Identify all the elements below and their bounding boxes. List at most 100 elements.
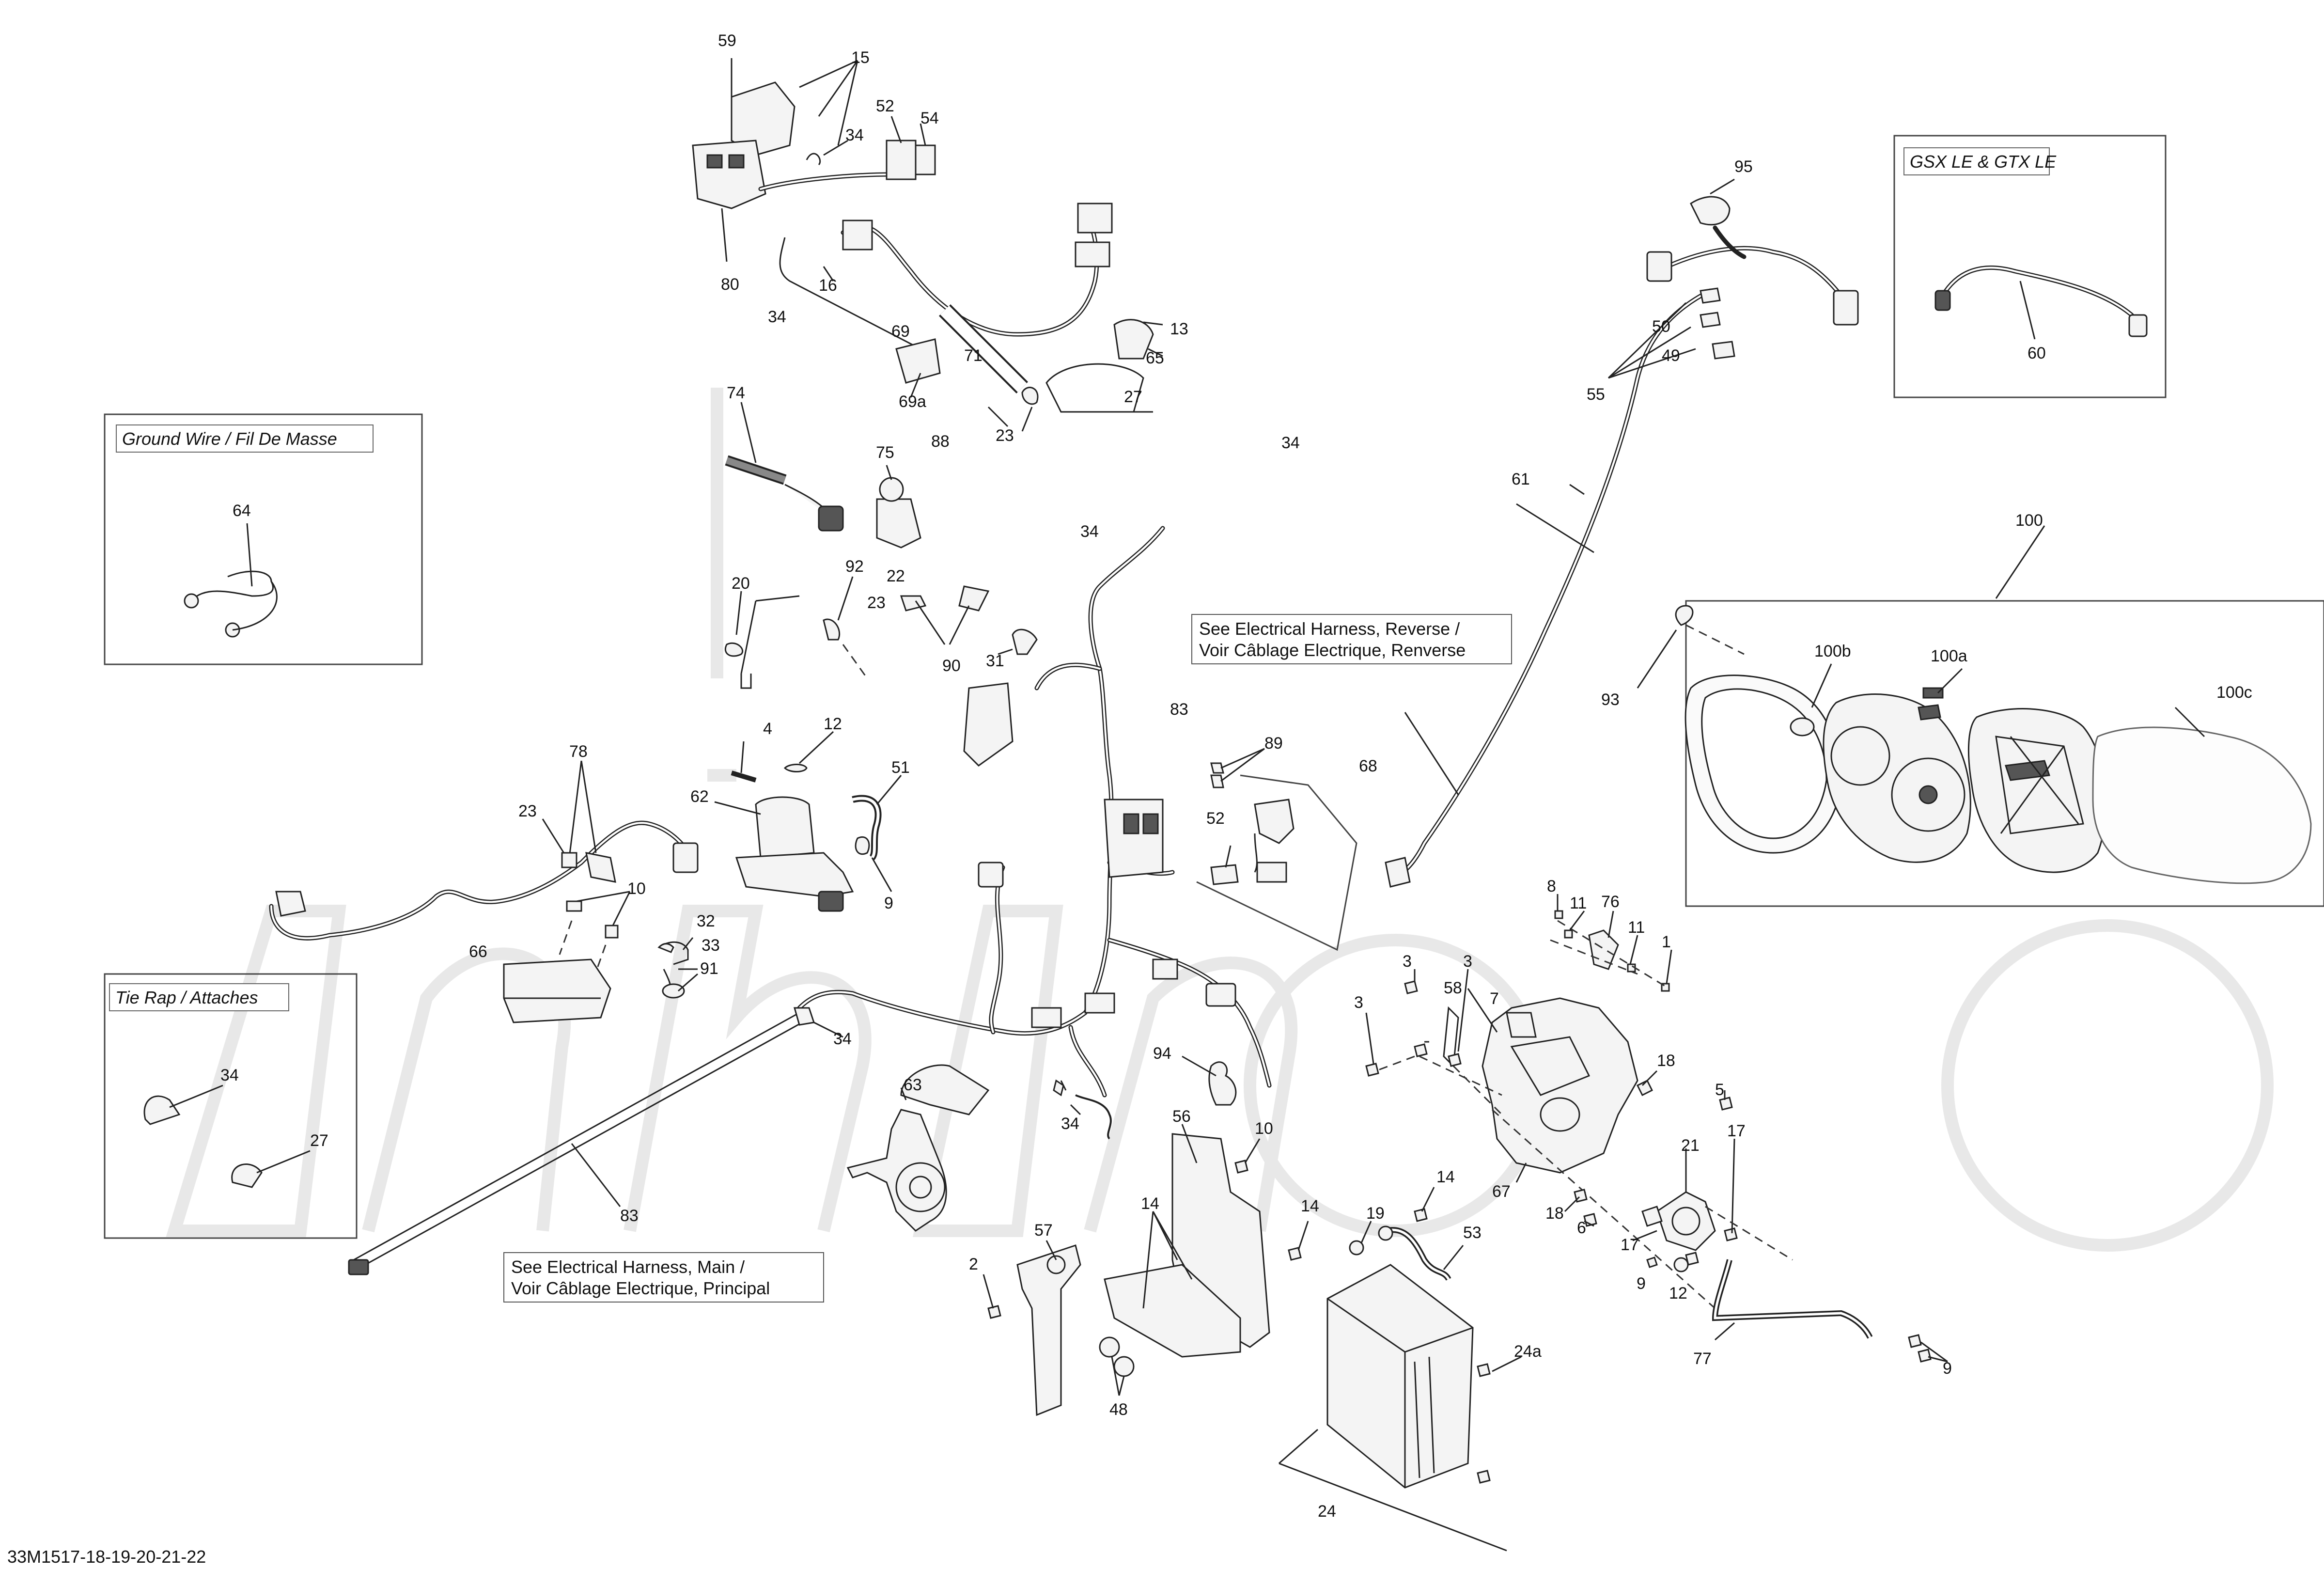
motor-63 — [846, 1064, 990, 1232]
gauge-cluster-box — [1685, 600, 2324, 907]
callout-83: 83 — [620, 1207, 639, 1225]
callout-34: 34 — [1281, 434, 1300, 452]
callout-94: 94 — [1153, 1044, 1171, 1063]
callout-59: 59 — [718, 31, 736, 50]
cable-53 — [1349, 1187, 1464, 1281]
callout-2: 2 — [969, 1255, 978, 1273]
callout-1: 1 — [1662, 933, 1671, 951]
callout-27: 27 — [1124, 388, 1142, 406]
ground-wire-title: Ground Wire / Fil De Masse — [122, 429, 337, 449]
callout-21: 21 — [1681, 1136, 1700, 1155]
callout-100a: 100a — [1931, 647, 1967, 665]
callout-18: 18 — [1657, 1052, 1675, 1070]
callout-Voir-Câblage-Electrique,-Principal: Voir Câblage Electrique, Principal — [511, 1278, 770, 1298]
callout-labels: 59 15 52 54 34 80 16 34 69 69a 71 13 65 … — [469, 31, 2252, 1521]
callout-20: 20 — [732, 574, 750, 593]
callout-50: 50 — [1652, 317, 1670, 336]
callout-34: 34 — [1080, 522, 1099, 541]
callout-6: 6 — [1577, 1219, 1586, 1237]
callout-93: 93 — [1601, 691, 1620, 709]
callout-11: 11 — [1628, 918, 1645, 937]
callout-32: 32 — [697, 912, 715, 930]
brackets-56-57 — [983, 1124, 1309, 1416]
callout-12: 12 — [824, 715, 842, 733]
callout-14: 14 — [1436, 1168, 1455, 1186]
callout-34-tie: 34 — [220, 1066, 239, 1084]
callout-95: 95 — [1734, 157, 1753, 176]
callout-27-tie: 27 — [310, 1131, 328, 1150]
callout-60: 60 — [2028, 344, 2046, 362]
callout-56: 56 — [1172, 1107, 1191, 1126]
callout-4: 4 — [763, 720, 772, 738]
callout-18: 18 — [1545, 1204, 1564, 1223]
callout-61: 61 — [1512, 470, 1530, 488]
callout-64: 64 — [233, 502, 251, 520]
callout-57: 57 — [1034, 1221, 1053, 1240]
callout-17: 17 — [1727, 1122, 1746, 1140]
callout-3: 3 — [1463, 952, 1472, 971]
callout-7: 7 — [1490, 989, 1499, 1008]
solenoid-21 — [1564, 1070, 1948, 1363]
callout-91: 91 — [700, 959, 718, 978]
callout-67: 67 — [1492, 1182, 1511, 1201]
callout-69: 69 — [891, 322, 910, 341]
callout-78: 78 — [569, 742, 588, 761]
gsx-gtx-title: GSX LE & GTX LE — [1910, 152, 2057, 172]
callout-49: 49 — [1662, 346, 1680, 365]
callout-100c: 100c — [2216, 683, 2252, 702]
relay-module-62 — [714, 731, 902, 912]
coil-spring-and-sensor — [724, 402, 1038, 689]
callout-34: 34 — [768, 308, 786, 326]
callout-3: 3 — [1403, 952, 1412, 971]
callout-68: 68 — [1359, 757, 1377, 775]
small-bracket-76 — [1550, 894, 1672, 992]
callout-24a: 24a — [1514, 1342, 1542, 1361]
callout-17: 17 — [1621, 1236, 1639, 1254]
ecu-support-67 — [1365, 969, 1716, 1309]
callout-77: 77 — [1693, 1350, 1712, 1368]
callout-10: 10 — [627, 879, 646, 898]
callout-90: 90 — [942, 657, 961, 675]
callout-5: 5 — [1715, 1081, 1724, 1099]
callout-9: 9 — [884, 894, 893, 912]
callout-Voir-Câblage-Electrique,-Renverse: Voir Câblage Electrique, Renverse — [1199, 640, 1466, 660]
main-harness — [797, 526, 1272, 1098]
callout-83: 83 — [1170, 700, 1188, 719]
battery-24 — [1279, 1264, 1522, 1552]
callout-19: 19 — [1366, 1204, 1385, 1223]
callout-See-Electrical-Harness,-Main-/: See Electrical Harness, Main / — [511, 1257, 745, 1277]
callout-80: 80 — [721, 275, 739, 294]
switch-module-group — [692, 58, 1163, 432]
callout-15: 15 — [851, 48, 870, 67]
callout-9: 9 — [1637, 1274, 1646, 1293]
callout-74: 74 — [727, 384, 745, 402]
mid-harness-connectors — [1196, 748, 1357, 951]
callout-22: 22 — [887, 567, 905, 585]
callout-10: 10 — [1255, 1119, 1273, 1138]
callout-69a: 69a — [899, 392, 926, 411]
callout-75: 75 — [876, 443, 894, 462]
callout-31: 31 — [986, 652, 1004, 670]
callout-100: 100 — [2015, 511, 2043, 530]
callout-11: 11 — [1570, 894, 1587, 912]
note-reverse-harness: See Electrical Harness, Reverse / Voir C… — [1191, 614, 1512, 664]
callout-34: 34 — [833, 1030, 852, 1048]
callout-54: 54 — [920, 109, 939, 127]
callout-65: 65 — [1146, 349, 1164, 367]
reference-code: 33M1517-18-19-20-21-22 — [7, 1547, 206, 1567]
callout-8: 8 — [1547, 877, 1556, 895]
callout-See-Electrical-Harness,-Reverse-/: See Electrical Harness, Reverse / — [1199, 619, 1460, 639]
gsx-gtx-box: GSX LE & GTX LE 60 — [1893, 135, 2167, 398]
callout-9: 9 — [1943, 1359, 1952, 1378]
callout-34: 34 — [1061, 1115, 1079, 1133]
callout-48: 48 — [1109, 1400, 1128, 1419]
callout-3: 3 — [1354, 993, 1363, 1012]
harness-83-lower — [348, 1007, 843, 1275]
callout-89: 89 — [1264, 734, 1283, 753]
callout-76: 76 — [1601, 893, 1620, 911]
callout-100b: 100b — [1814, 642, 1851, 660]
callout-88: 88 — [931, 432, 950, 451]
small-clips-left — [657, 943, 674, 953]
callout-13: 13 — [1170, 320, 1188, 338]
